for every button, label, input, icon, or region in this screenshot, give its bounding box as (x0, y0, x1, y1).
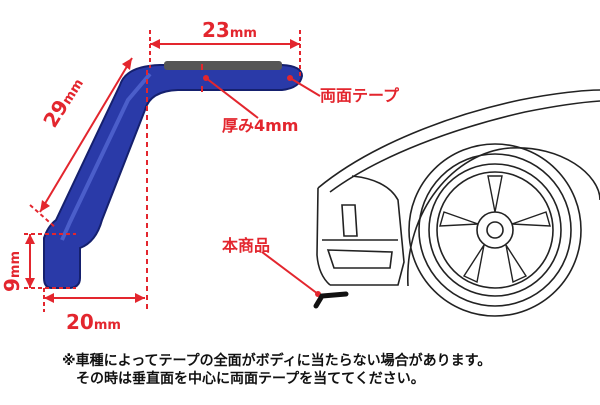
product-highlight (60, 72, 152, 241)
rim-inner (436, 171, 554, 289)
car-hood-line (317, 89, 600, 189)
top-width-label: 23mm (202, 20, 257, 40)
car-bumper-line (330, 175, 405, 286)
car-hood-inner-line (329, 100, 600, 193)
tape-callout: 両面テープ (320, 86, 400, 105)
wheel-hub (476, 211, 514, 249)
tire-outer (408, 143, 582, 317)
wheel-center-cap (486, 221, 504, 239)
flange-height-unit: mm (8, 250, 23, 279)
product-leader (261, 251, 319, 295)
wheel-spokes (439, 175, 551, 284)
car-lower-vent (326, 249, 393, 269)
dim-slant-ext (29, 204, 57, 229)
bottom-width-value: 20 (66, 310, 94, 334)
flange-height-value: 9 (0, 278, 24, 292)
dim-slant-line (39, 57, 133, 213)
thickness-leader (205, 77, 259, 119)
bottom-width-label: 20mm (66, 312, 121, 332)
dimension-lines (24, 30, 321, 312)
thickness-callout: 厚み4mm (222, 116, 299, 135)
tire-inner (418, 153, 572, 307)
car-fog-vent (341, 204, 358, 237)
installed-product-mark (313, 291, 349, 309)
car-illustration (316, 89, 600, 317)
dimension-arrowheads (25, 39, 321, 303)
product-callout: 本商品 (222, 236, 271, 255)
bottom-width-unit: mm (93, 318, 121, 333)
top-width-value: 23 (202, 18, 230, 42)
car-fender-arch (407, 147, 600, 287)
note-line-2: その時は垂直面を中心に両面テープを当ててください。 (76, 371, 425, 387)
top-width-unit: mm (229, 26, 257, 41)
flange-height-label: 9mm (0, 250, 24, 292)
rim-outer (428, 163, 562, 297)
note-line-1: ※車種によってテープの全面がボディに当たらない場合があります。 (62, 353, 492, 369)
double-sided-tape (164, 61, 282, 70)
car-body-edge (316, 187, 331, 286)
tape-leader (289, 77, 321, 97)
